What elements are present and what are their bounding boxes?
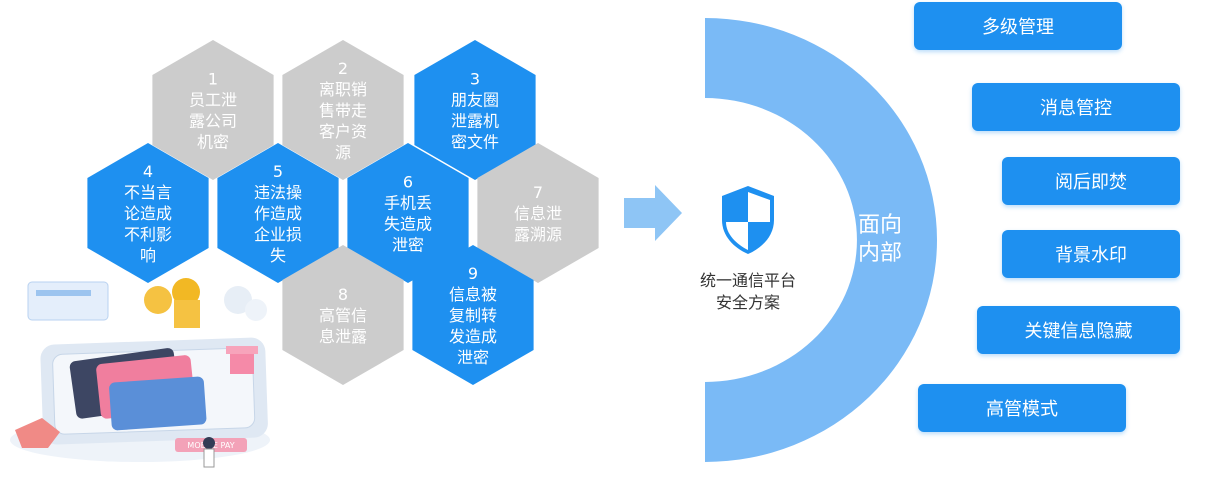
hexagon-text-line: 失 — [270, 246, 286, 265]
hexagon-text-line: 信息泄 — [514, 204, 562, 223]
hexagon-text-line: 论造成 — [124, 204, 172, 223]
hexagon-shape — [282, 40, 404, 180]
hexagon-text-line: 信息被 — [449, 285, 497, 304]
hexagon-number: 2 — [338, 59, 348, 78]
hexagon-text-line: 露溯源 — [514, 225, 562, 244]
shield-icon — [722, 186, 774, 254]
mobile-payment-illustration: MOBILE PAY — [10, 278, 270, 468]
hexagon-text-line: 企业损 — [254, 225, 302, 244]
hexagon-text-line: 员工泄 — [189, 91, 237, 110]
half-ring-arc — [705, 18, 937, 462]
hexagon-number: 8 — [338, 285, 348, 304]
hexagon-shape — [412, 245, 534, 385]
hexagon-text-line: 发造成 — [449, 327, 497, 346]
hexagon-text-line: 泄密 — [392, 236, 424, 255]
hexagon-text-line: 露公司 — [189, 112, 237, 131]
hexagon-text-line: 泄密 — [457, 348, 489, 367]
hexagon-number: 9 — [468, 264, 478, 283]
hexagon-shape — [347, 143, 469, 283]
hexagon-text-line: 复制转 — [449, 306, 497, 325]
hexagon-shape — [477, 143, 599, 283]
center-title: 统一通信平台 安全方案 — [686, 270, 810, 314]
arc-label-line2: 内部 — [857, 241, 902, 266]
right-arrow — [624, 185, 682, 241]
hexagon-text-line: 作造成 — [254, 204, 302, 223]
hexagon-number: 5 — [273, 162, 283, 181]
hexagon-text-line: 响 — [140, 246, 156, 265]
center-title-line1: 统一通信平台 — [699, 271, 796, 290]
hexagon-shape — [282, 245, 404, 385]
hexagon-shape — [87, 143, 209, 283]
hexagon-shape — [217, 143, 339, 283]
center-title-line2: 安全方案 — [715, 293, 780, 312]
hexagon-number: 4 — [143, 162, 153, 181]
hexagon-text-line: 不利影 — [124, 225, 172, 244]
hexagon-text-line: 售带走 — [319, 101, 367, 120]
feature-burn-after-reading: 阅后即焚 — [1002, 157, 1180, 205]
hexagon-text-line: 违法操 — [254, 183, 302, 202]
hexagon-text-line: 失造成 — [384, 215, 432, 234]
feature-message-control: 消息管控 — [972, 83, 1180, 131]
feature-key-info-hiding: 关键信息隐藏 — [977, 306, 1180, 354]
feature-background-watermark: 背景水印 — [1002, 230, 1180, 278]
hexagon-text-line: 机密 — [197, 133, 229, 152]
hexagon-text-line: 手机丢 — [384, 194, 432, 213]
hexagon-text-line: 不当言 — [124, 183, 172, 202]
hexagon-number: 7 — [533, 183, 543, 202]
hexagon-text-line: 源 — [335, 143, 351, 162]
hexagon-text-line: 客户资 — [319, 122, 367, 141]
feature-executive-mode: 高管模式 — [918, 384, 1126, 432]
hexagon-text-line: 高管信 — [319, 306, 367, 325]
hexagon-text-line: 息泄露 — [319, 327, 367, 346]
hexagon-number: 6 — [403, 173, 413, 192]
arc-label-line1: 面向 — [857, 213, 902, 238]
hexagon-text-line: 密文件 — [451, 133, 499, 152]
hexagon-text-line: 朋友圈 — [451, 91, 499, 110]
arc-label: 面向 内部 — [850, 212, 910, 268]
feature-multilevel-management: 多级管理 — [914, 2, 1122, 50]
hexagon-shape — [414, 40, 536, 180]
hexagon-number: 1 — [208, 70, 218, 89]
hexagon-number: 3 — [470, 70, 480, 89]
hexagon-text-line: 离职销 — [319, 80, 367, 99]
hexagon-shape — [152, 40, 274, 180]
hexagon-text-line: 泄露机 — [451, 112, 499, 131]
